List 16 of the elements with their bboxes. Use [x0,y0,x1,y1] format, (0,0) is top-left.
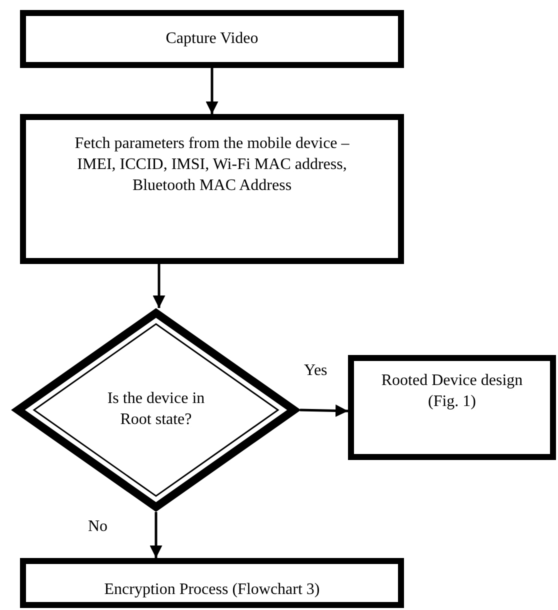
node-text: Is the device in Root state? [106,389,206,430]
node-text: Fetch parameters from the mobile device – IMEI, ICCID, IMSI, Wi-Fi MAC address, Bluetooth MAC Address [74,134,350,196]
process-box [20,558,404,608]
node-text: Capture Video [166,28,258,49]
process-box [20,114,404,264]
node-text: Rooted Device design (Fig. 1) [380,371,524,412]
edge-label: No [88,518,108,536]
arrow [152,264,166,308]
decision-diamond [12,308,300,512]
node-text: Encryption Process (Flowchart 3) [104,580,320,600]
arrow [150,512,162,558]
process-box [348,355,556,460]
arrow [206,68,218,114]
arrow [300,404,348,417]
edge-label: Yes [304,362,328,380]
process-box [20,10,404,68]
